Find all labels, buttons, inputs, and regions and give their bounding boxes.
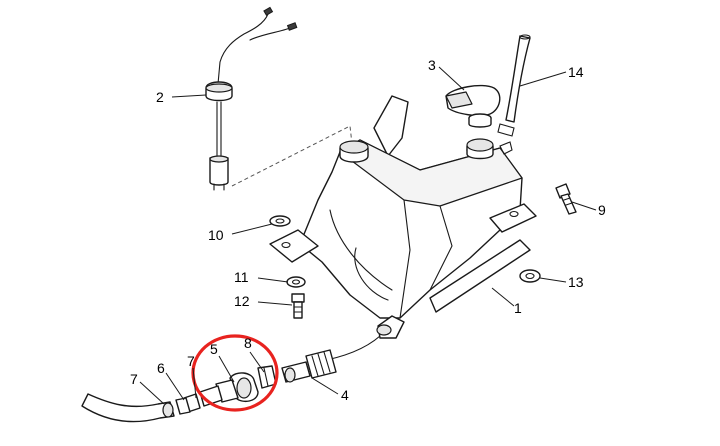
- callout-5: 5: [210, 341, 218, 357]
- bolt-12[interactable]: [291, 293, 305, 319]
- filler-cap[interactable]: [445, 84, 501, 128]
- washer-11[interactable]: [286, 276, 306, 288]
- hose-clamp-6[interactable]: [175, 393, 201, 415]
- fuel-hose-7[interactable]: [81, 393, 175, 423]
- callout-10: 10: [208, 227, 224, 243]
- fuel-valve[interactable]: [281, 349, 337, 383]
- callout-9: 9: [598, 202, 606, 218]
- fuel-tank[interactable]: [269, 95, 537, 339]
- washer-13[interactable]: [519, 269, 541, 283]
- callout-4: 4: [341, 387, 349, 403]
- fuel-level-sender[interactable]: [205, 6, 298, 191]
- callout-6: 6: [157, 360, 165, 376]
- callout-13: 13: [568, 274, 584, 290]
- callout-3: 3: [428, 57, 436, 73]
- callout-labels: 1 2 3 4 5 6 7 7 8 9 10 11 12 13 14: [130, 57, 606, 403]
- washer-10[interactable]: [269, 215, 291, 227]
- leader-lines: [139, 66, 597, 405]
- callout-7-hose: 7: [130, 371, 138, 387]
- callout-14: 14: [568, 64, 584, 80]
- bolt-9[interactable]: [555, 183, 577, 215]
- fuel-filter[interactable]: [199, 372, 259, 407]
- callout-11: 11: [234, 269, 249, 285]
- callout-1: 1: [514, 300, 522, 316]
- callout-7-clamp: 7: [187, 353, 195, 369]
- vent-hose[interactable]: [497, 34, 531, 137]
- callout-12: 12: [234, 293, 250, 309]
- callout-8: 8: [244, 335, 252, 351]
- install-guide-line: [231, 125, 353, 187]
- callout-2: 2: [156, 89, 164, 105]
